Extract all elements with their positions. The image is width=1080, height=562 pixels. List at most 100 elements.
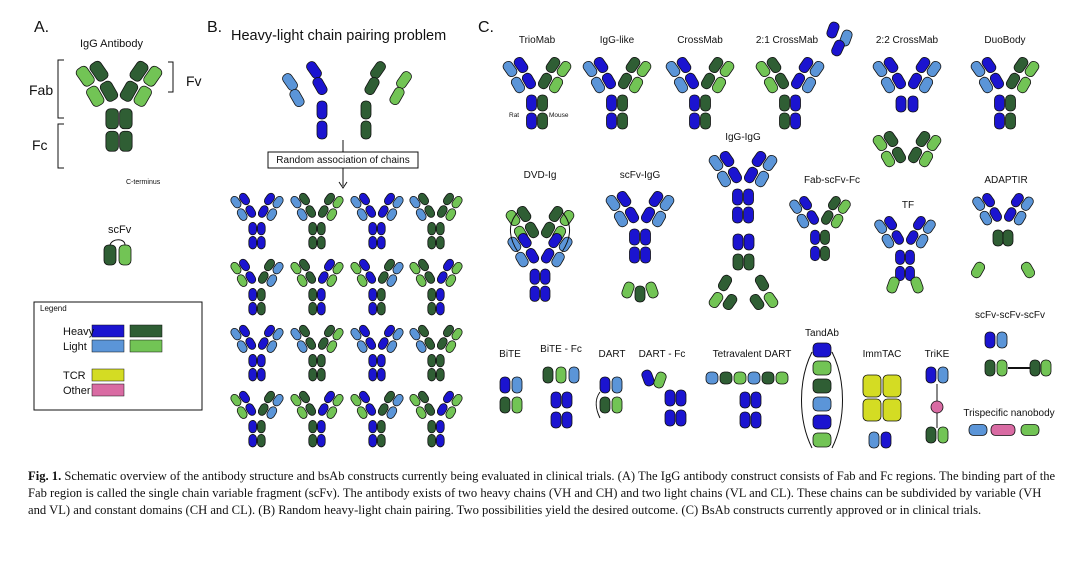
tandab-linker-right <box>831 351 843 449</box>
light-cl-left <box>673 76 689 94</box>
heavy-vh-right <box>442 324 454 338</box>
light-cl-left <box>613 210 629 228</box>
light-cl-left <box>716 170 732 188</box>
fc-ch2-left <box>529 268 540 285</box>
light-vl-left <box>409 328 421 341</box>
fc-ch2-right <box>617 94 628 112</box>
igg-igg-low-l <box>717 274 733 292</box>
fc-ch3-left <box>368 368 378 382</box>
light-vl-right <box>1024 60 1040 78</box>
light-cl-right <box>266 274 278 287</box>
fc-ch3-left <box>368 434 378 448</box>
fc-ch3-left <box>606 112 617 130</box>
free-light-green-c <box>389 86 405 106</box>
light-cl-right <box>445 406 457 419</box>
igg-igg-mid2-l <box>732 253 744 271</box>
fc-ch3-left <box>248 368 258 382</box>
bite-vh <box>499 376 511 394</box>
trike-label: TriKE <box>925 349 950 360</box>
triomab-label: TrioMab <box>519 35 556 46</box>
bitefc-c <box>568 366 580 384</box>
bitefc-b <box>555 366 567 384</box>
light-cl-right <box>548 76 564 94</box>
light-cl-right <box>133 85 152 107</box>
heavy-vh-right <box>548 232 563 249</box>
light-vl-right <box>762 154 778 172</box>
fc-ch3-right <box>256 236 266 250</box>
free-heavy-green-ch2 <box>360 100 372 120</box>
heavy-vh-left <box>883 130 899 148</box>
heavy-ch1-right <box>257 403 269 416</box>
legend-tcr: TCR <box>63 370 86 382</box>
heavy-ch1-left <box>99 80 119 102</box>
heavy-ch1-left <box>989 72 1005 90</box>
igg-igg-mid-l <box>732 233 744 251</box>
heavy-vh-left <box>719 150 735 168</box>
fc-ch3-left <box>368 302 378 316</box>
fc-ch2-right <box>256 420 266 434</box>
light-vl-right <box>1020 196 1034 211</box>
igg-igg-mid-r <box>743 233 755 251</box>
heavy-ch1-left <box>365 271 377 284</box>
light-cl-left <box>236 208 248 221</box>
fc-ch2-left <box>248 354 258 368</box>
heavy-ch1-right <box>317 403 329 416</box>
fc-ch2-right <box>376 288 386 302</box>
fc-ch2-left <box>248 420 258 434</box>
crossmab-22-label: 2:2 CrossMab <box>876 35 939 46</box>
immtac-3 <box>862 398 882 422</box>
heavy-vh-right <box>383 192 395 206</box>
fc-ch3-left <box>732 206 743 224</box>
fc-ch3-right <box>617 112 628 130</box>
fc-ch3-left <box>105 130 119 152</box>
heavy-vh-right <box>915 130 931 148</box>
nano-1 <box>968 424 988 436</box>
heavy-ch1-left <box>521 72 537 90</box>
dartfc-6 <box>675 409 687 427</box>
fc-ch2-left <box>427 288 437 302</box>
fc-ch2-left <box>308 420 318 434</box>
fc-ch3-right <box>435 302 445 316</box>
tdart-fc2 <box>750 391 762 409</box>
heavy-vh-left <box>418 324 430 338</box>
heavy-vh-left <box>89 60 109 82</box>
heavy-ch1-right <box>617 72 633 90</box>
random-association-text: Random association of chains <box>276 155 409 166</box>
tf-scfv-a <box>886 276 900 294</box>
free-light-blue-c <box>289 88 305 108</box>
heavy-ch1-right <box>790 72 806 90</box>
fc-ch3-left <box>629 246 640 264</box>
light-vl-right <box>272 394 284 407</box>
light-cl-left <box>296 340 308 353</box>
tdart-top-3 <box>747 371 761 385</box>
tdart-top-4 <box>761 371 775 385</box>
tandab-domain-4 <box>812 414 832 430</box>
tdart-fc4 <box>750 411 762 429</box>
dvd-linker-right <box>561 211 570 253</box>
light-cl-left <box>763 76 779 94</box>
bitefc-fc3 <box>550 411 562 429</box>
light-vl-right <box>719 60 735 78</box>
bite-vl <box>511 376 523 394</box>
fc-ch2-left <box>606 94 617 112</box>
trike-3 <box>925 426 937 444</box>
fc-ch2-right <box>743 188 754 206</box>
fc-ch3-left <box>248 236 258 250</box>
crossmab-label: CrossMab <box>677 35 723 46</box>
light-vl-right <box>558 236 573 252</box>
fc-ch3-right <box>640 246 651 264</box>
light-cl-left <box>796 213 810 229</box>
tandab-domain-2 <box>812 378 832 394</box>
crossmab22-ch2-l <box>895 95 907 113</box>
tf-label: TF <box>902 200 914 211</box>
fc-ch2-left <box>308 354 318 368</box>
free-heavy-green-ch3 <box>360 120 372 140</box>
light-vl-left <box>970 60 986 78</box>
heavy-vh-left <box>239 390 251 404</box>
light-vl-right <box>451 196 463 209</box>
light-vl-right <box>451 328 463 341</box>
trike-2 <box>937 366 949 384</box>
light-vl-right <box>451 262 463 275</box>
heavy-vh-right <box>545 56 561 74</box>
heavy-ch1-left <box>365 403 377 416</box>
